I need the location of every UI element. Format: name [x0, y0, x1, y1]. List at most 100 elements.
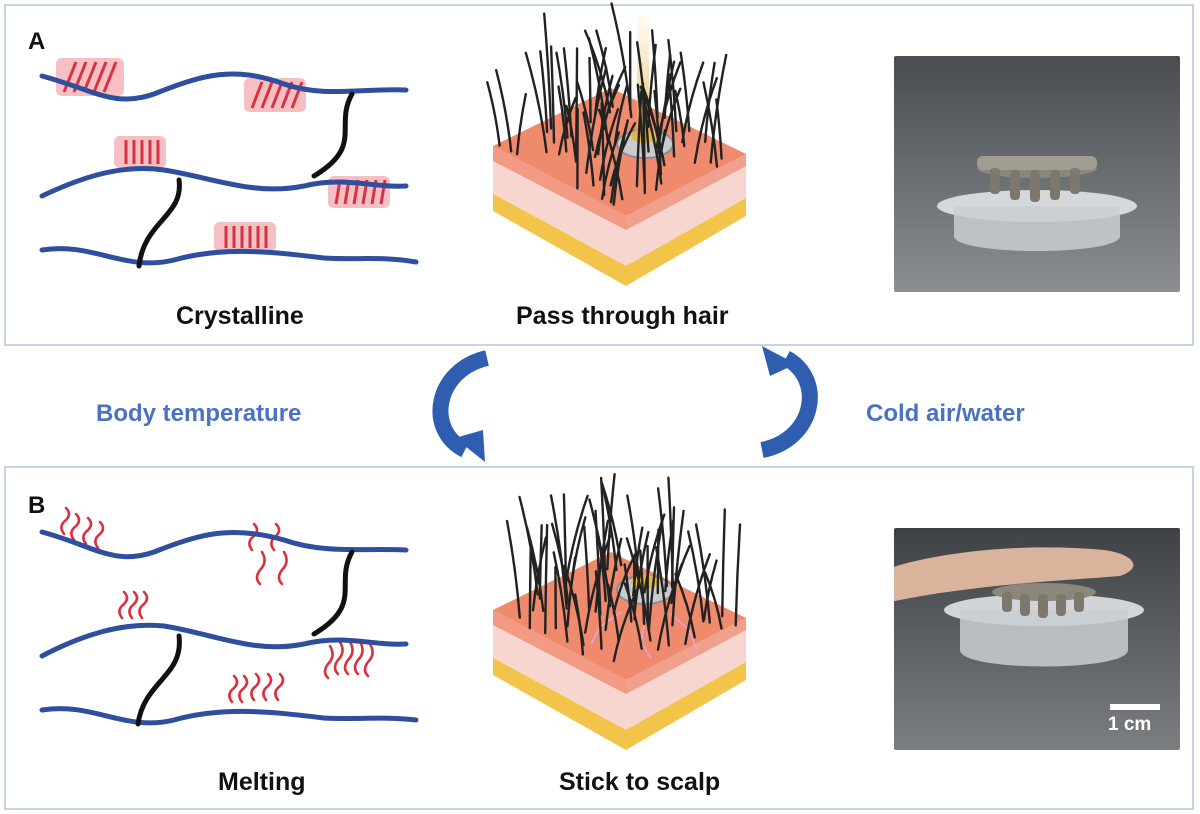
crosslink [136, 177, 182, 269]
hair-strand [566, 556, 577, 628]
hair-strand [575, 47, 579, 156]
polymer-chain [39, 246, 419, 266]
cooling-arrow [759, 346, 818, 458]
hair-strand [550, 522, 570, 606]
hair-strand [518, 495, 539, 596]
panel-a: A [4, 2, 1194, 346]
hair-strand [539, 50, 549, 134]
hair-strand [635, 90, 643, 188]
hair-strand [576, 81, 595, 152]
hair-strand [612, 119, 629, 206]
hair-strand [670, 544, 691, 604]
hair-strand [606, 473, 616, 571]
hair-strand [623, 582, 643, 650]
hair-strand [564, 494, 589, 585]
hair-strand [598, 108, 620, 181]
melted-segment [228, 672, 285, 704]
hair-strand [552, 551, 569, 643]
hair-strand [633, 531, 650, 616]
crystal-domain [114, 136, 166, 168]
polymer-chain [39, 71, 409, 102]
melted-segment [323, 640, 374, 680]
heating-arrow [432, 350, 490, 462]
hair-strand [663, 53, 672, 119]
hair-strand [654, 129, 667, 192]
hair-strand [505, 519, 521, 619]
hair-strand [486, 81, 501, 147]
hair-strand [667, 38, 678, 133]
hair-strand [584, 534, 612, 634]
melting-chains-diagram [39, 506, 419, 727]
hair-strand [647, 515, 665, 632]
hair-strand [543, 12, 553, 130]
skin-adhesion-illustration [493, 473, 746, 750]
hair-strand [639, 549, 646, 626]
crystalline-chains-diagram [39, 58, 419, 269]
skin-hair-illustration [486, 2, 746, 286]
crystalline-caption: Crystalline [176, 302, 304, 330]
polymer-chain [39, 165, 409, 199]
pass-through-hair-caption: Pass through hair [516, 302, 729, 330]
hair-strand [610, 2, 633, 119]
hair-strand [604, 537, 623, 632]
hair-strand [544, 523, 549, 635]
hair-strand [593, 83, 621, 159]
hair-strand [626, 494, 641, 584]
hair-strand [721, 508, 726, 618]
melting-caption: Melting [218, 768, 306, 796]
hair-strand [674, 89, 686, 148]
hair-strand [702, 559, 718, 621]
hair-strand [606, 583, 620, 643]
hair-strand [693, 76, 718, 164]
melted-segment [60, 506, 105, 550]
hair-strand [565, 104, 578, 163]
crosslink [311, 91, 355, 179]
polymer-chain [39, 622, 409, 659]
hair-strand [612, 585, 640, 663]
hair-strand [702, 81, 719, 168]
hair-strand [597, 535, 607, 603]
stick-to-scalp-caption: Stick to scalp [559, 768, 721, 796]
hair-strand [667, 73, 676, 158]
hair-strand [515, 92, 527, 156]
hair-strand [525, 526, 545, 613]
hair-strand [687, 530, 705, 623]
scale-bar-label: 1 cm [1108, 714, 1152, 735]
crystal-domain [214, 222, 276, 252]
polymer-chain [39, 529, 409, 560]
hair-strand [684, 553, 711, 646]
hair-strand [679, 51, 691, 133]
cold-air-water-label: Cold air/water [866, 400, 1025, 427]
hair-strand [653, 89, 663, 176]
hair-strand [557, 96, 577, 156]
device-photo-b: 1 cm [894, 528, 1180, 750]
crosslink [135, 633, 182, 727]
hair-strand [671, 509, 685, 627]
melted-segment [118, 590, 149, 620]
hair-strand [495, 69, 513, 153]
scale-bar [1110, 704, 1160, 710]
hair-strand [734, 523, 742, 627]
hair-strand [599, 476, 607, 578]
hair-strand [588, 56, 592, 124]
device-photo-a [894, 56, 1180, 292]
panel-b: B Melting [4, 466, 1194, 810]
hair-strand [664, 519, 675, 593]
body-temperature-label: Body temperature [96, 400, 302, 427]
crosslink [311, 549, 355, 637]
panel-b-label: B [28, 492, 46, 519]
hair-strand [549, 45, 556, 144]
hair-strand [555, 51, 569, 139]
hair-strand [528, 540, 532, 630]
hair-strand [709, 53, 728, 164]
hair-strand [583, 525, 591, 612]
hair-strand [613, 84, 629, 147]
hair-strand [703, 571, 723, 630]
polymer-chain [39, 706, 419, 726]
hair-strand [585, 66, 608, 174]
hair-strand [656, 528, 660, 595]
hair-strand [636, 83, 646, 187]
hair-strand [600, 102, 606, 197]
panel-a-label: A [28, 28, 46, 55]
hair-strand [524, 51, 548, 154]
